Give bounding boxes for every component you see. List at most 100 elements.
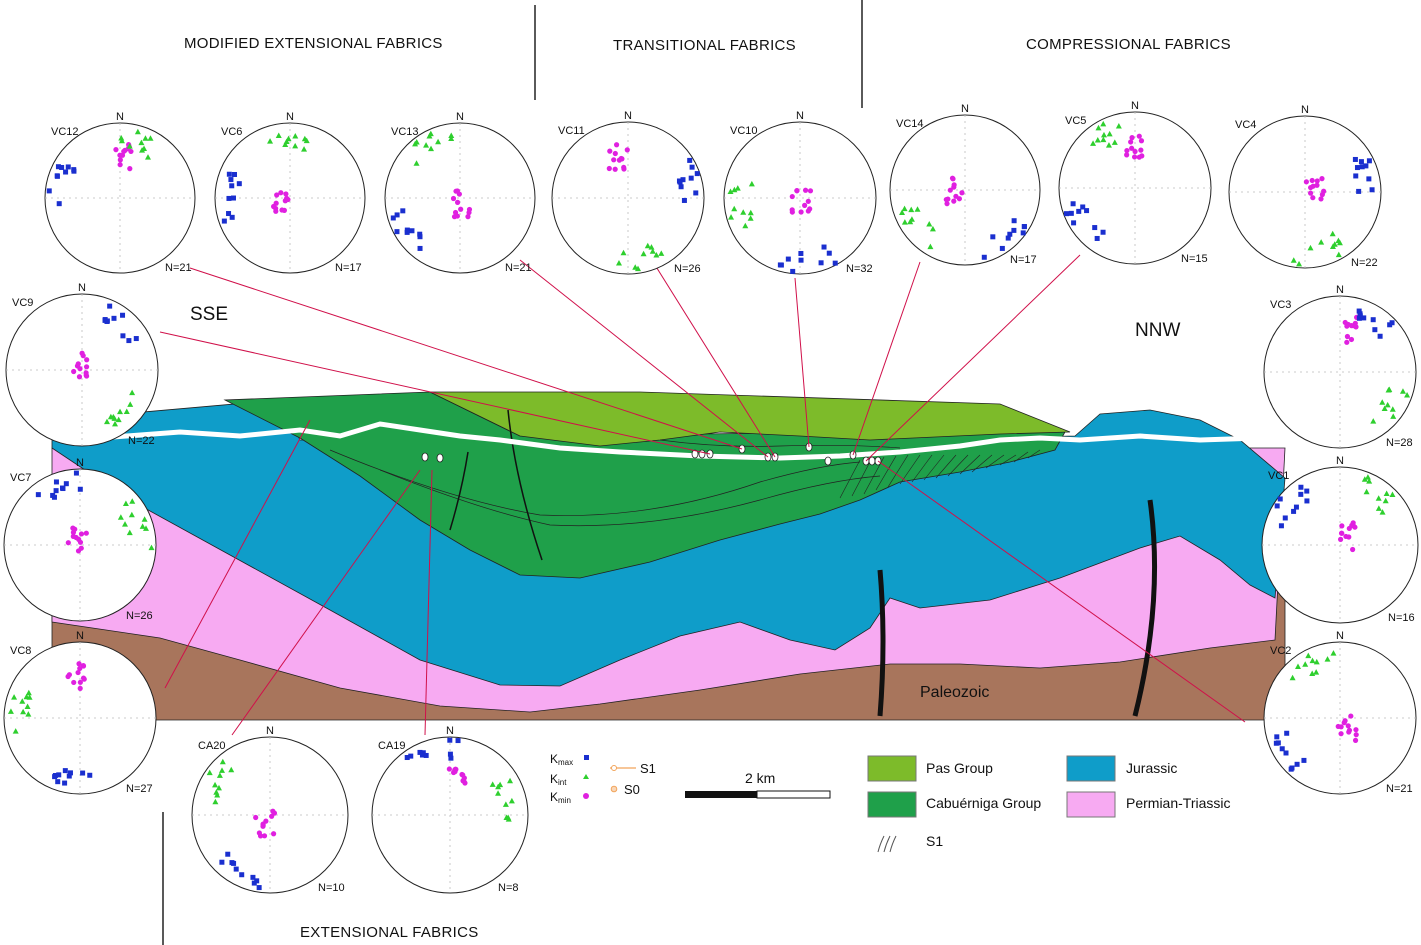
kint-point (413, 138, 420, 145)
kmin-point (1352, 320, 1358, 326)
pas-group-label: Pas Group (926, 760, 993, 776)
kmax-point (53, 488, 59, 494)
kint-point (134, 128, 141, 135)
kmin-point (77, 665, 83, 672)
kint-point (142, 525, 149, 531)
kmax-point (1354, 165, 1360, 171)
kint-point (219, 758, 226, 765)
kmax-point (225, 851, 231, 857)
kmin-point (83, 530, 89, 536)
kmin-point (77, 679, 83, 685)
kmax-point (1369, 187, 1375, 193)
kint-point (448, 132, 455, 138)
kmax-point (62, 768, 68, 774)
sample-count-label: N=21 (505, 262, 532, 274)
kmax-point (1094, 235, 1100, 241)
pas-group-unit (429, 391, 1071, 447)
kmax-point (404, 229, 410, 235)
kmin-point (1319, 176, 1325, 182)
kint-point (1383, 490, 1390, 496)
kmax-square-icon (584, 755, 589, 760)
kmax-point (694, 171, 700, 177)
link-lines (159, 254, 1246, 736)
kint-point (1296, 260, 1303, 267)
kmax-point (239, 872, 245, 878)
kmax-point (60, 486, 66, 492)
kint-point (267, 138, 274, 144)
stereonet-group: VC12NN=21VC6NN=17VC13NN=21VC11NN=26VC10N… (3, 100, 1419, 894)
kmin-point (454, 188, 461, 194)
kmax-point (798, 250, 804, 256)
kmax-point (1076, 208, 1082, 214)
kmin-point (951, 182, 957, 188)
kint-point (1389, 406, 1396, 412)
kmax-point (56, 201, 62, 207)
kint-point (228, 766, 235, 773)
kmin-point (612, 150, 618, 157)
kint-point (748, 180, 755, 187)
kmin-point (944, 201, 950, 207)
kmin-point (446, 766, 452, 772)
kint-point (212, 798, 219, 805)
kint-point (122, 521, 129, 527)
kint-point (747, 209, 754, 216)
kmax-point (111, 315, 117, 321)
kmax-point (1080, 204, 1086, 210)
kint-point (495, 790, 502, 796)
kmin-point (956, 196, 962, 202)
kmin-point (612, 166, 618, 172)
kmin-point (805, 198, 811, 204)
kint-point (1313, 658, 1320, 665)
kint-point (142, 135, 149, 141)
kmax-point (1366, 176, 1372, 182)
north-label: N (1336, 455, 1344, 467)
north-label: N (1336, 630, 1344, 642)
heading-compressional: COMPRESSIONAL FABRICS (1026, 36, 1231, 53)
jurassic-swatch (1066, 755, 1116, 782)
kmax-point (1275, 740, 1281, 746)
kmin-point (65, 540, 71, 546)
kint-point (734, 185, 741, 191)
kint-point (117, 514, 124, 520)
kint-point (11, 694, 18, 700)
kmax-point (46, 188, 52, 194)
kmin-point (263, 818, 269, 824)
kmin-point (70, 525, 76, 531)
scale-bar: 2 km (685, 770, 831, 799)
stereonet-circle (1263, 641, 1417, 795)
kmax-point (35, 492, 41, 498)
kmin-point (1309, 177, 1315, 184)
s1-legend-label: S1 (640, 761, 656, 776)
fault-line (877, 569, 886, 717)
kint-point (127, 401, 134, 407)
kmax-point (785, 256, 791, 262)
kint-point (118, 134, 125, 141)
kint-point (740, 209, 747, 215)
kmax-label: K (550, 752, 558, 766)
kmax-point (219, 859, 225, 865)
kmin-point (71, 368, 77, 375)
kmin-point (807, 206, 813, 212)
kmax-point (1278, 523, 1284, 529)
kint-point (129, 498, 136, 504)
kmax-point (778, 262, 784, 268)
kmax-point (981, 254, 987, 260)
north-label: N (796, 110, 804, 122)
sample-count-label: N=26 (674, 263, 701, 275)
kmax-point (447, 737, 453, 743)
kmin-label: K (550, 790, 558, 804)
kmax-point (1301, 757, 1307, 763)
kint-point (1309, 670, 1316, 676)
kint-point (111, 415, 118, 421)
kmax-point (1274, 734, 1280, 740)
kint-point (23, 693, 30, 700)
kint-point (927, 243, 934, 250)
kmax-point (1377, 333, 1383, 339)
kmax-point (228, 177, 234, 183)
